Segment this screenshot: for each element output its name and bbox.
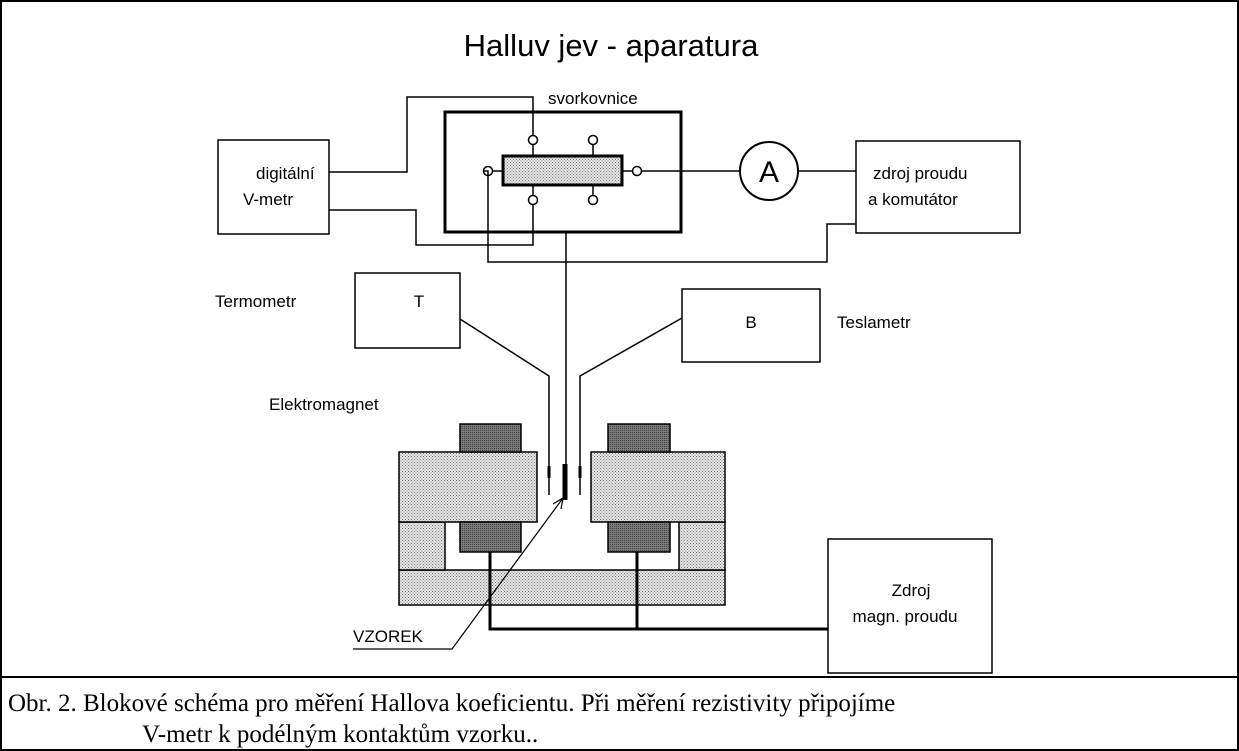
teslameter-box [681,288,821,363]
magnet-source-label-line2: magn. proudu [853,607,958,626]
magnet-wiring [488,552,828,631]
wiring [329,96,856,498]
sample-pointer-label: VZOREK [353,627,424,646]
caption-line-2: V-metr k podélným kontaktům vzorku.. [142,721,539,748]
current-source-label-line2: a komutátor [868,190,958,209]
teslameter-b-label: B [745,313,756,332]
thermometer-label: Termometr [215,292,297,311]
voltmeter-label-line2: V-metr [243,190,293,209]
voltmeter-label-line1: digitální [256,164,315,183]
current-source-box [855,140,1021,234]
electromagnet [398,423,726,606]
terminal-board-box [443,110,683,234]
magnet-left-coil-bottom [459,521,522,553]
teslameter-label: Teslametr [837,313,911,332]
ammeter-label: A [759,156,779,189]
magnet-right-coil-top [607,423,671,453]
sample-strip [501,154,624,187]
magnet-yoke [398,569,726,606]
magnet-left-pole [398,451,538,523]
diagram-title: Halluv jev - aparatura [464,28,759,63]
thermometer-t-label: T [414,292,424,311]
magnet-right-pole [590,451,726,523]
magnet-right-coil-bottom [607,521,671,553]
contacts [482,134,643,206]
current-source-label-line1: zdroj proudu [873,164,968,183]
magnet-left-coil-top [459,423,522,453]
thermometer-box [354,272,461,349]
magnet-current-source-box [827,538,993,674]
magnet-left-leg [398,521,446,571]
digital-voltmeter-box [217,139,330,235]
magnet-right-leg [678,521,726,571]
electromagnet-label: Elektromagnet [269,395,379,414]
figure-caption: Obr. 2. Blokové schéma pro měření Hallov… [8,688,1233,750]
caption-line-1: Obr. 2. Blokové schéma pro měření Hallov… [8,690,896,717]
terminal-board-label: svorkovnice [548,89,638,108]
caption-frame [0,676,1239,751]
sample-pointer-arrow [353,496,564,650]
magnet-source-label-line1: Zdroj [892,581,931,600]
sample-in-gap [547,464,582,500]
